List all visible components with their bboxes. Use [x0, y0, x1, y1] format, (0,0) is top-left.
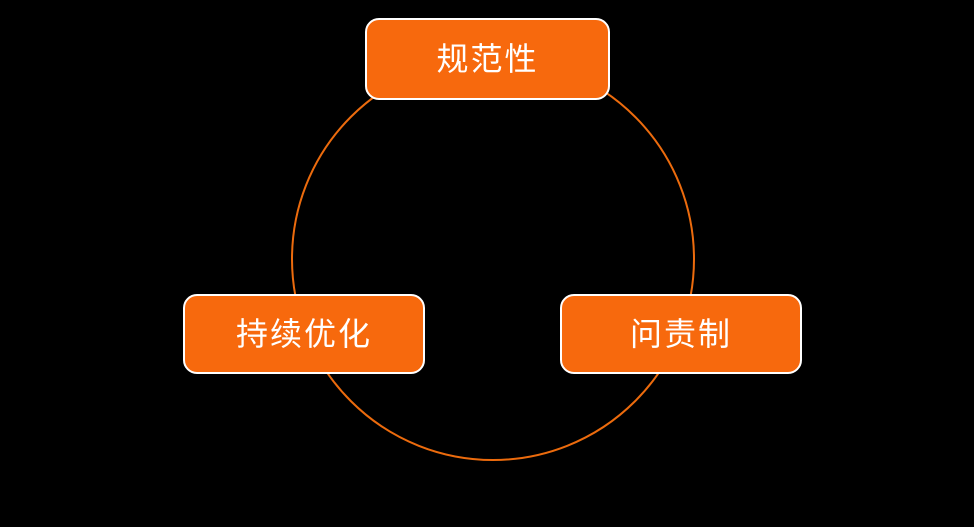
node-continuous-optimization-label: 持续优化	[235, 316, 372, 352]
node-continuous-optimization: 持续优化	[183, 294, 425, 374]
node-accountability: 问责制	[560, 294, 802, 374]
node-normativity-label: 规范性	[436, 41, 539, 77]
node-accountability-label: 问责制	[629, 316, 732, 352]
node-normativity: 规范性	[365, 18, 610, 100]
